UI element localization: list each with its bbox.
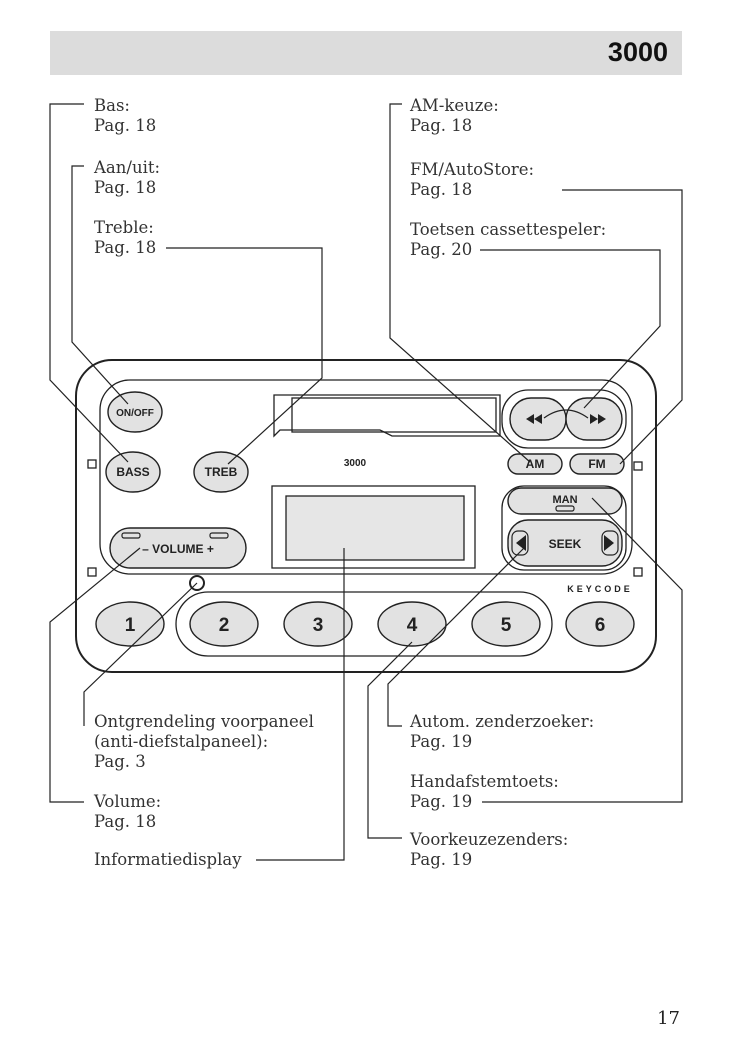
onoff-button[interactable] bbox=[107, 391, 163, 433]
callout-aan-uit: Aan/uit: Pag. 18 bbox=[94, 158, 160, 198]
callout-cassette-page: Pag. 20 bbox=[410, 240, 473, 259]
leader-cassette bbox=[480, 249, 661, 409]
preset-label-4: 4 bbox=[407, 615, 418, 636]
cassette-pod bbox=[501, 389, 627, 449]
info-display bbox=[285, 495, 465, 561]
model-label: 3000 bbox=[344, 458, 367, 469]
keycode-label: KEYCODE bbox=[567, 584, 633, 594]
preset-label-1: 1 bbox=[125, 615, 136, 636]
volume-label: – VOLUME + bbox=[142, 542, 214, 556]
header-bar: 3000 bbox=[50, 31, 682, 75]
seek-button[interactable] bbox=[507, 519, 623, 567]
radio-body bbox=[75, 359, 657, 673]
leader-am bbox=[389, 103, 531, 463]
leader-autom bbox=[387, 547, 525, 727]
right-square-2 bbox=[633, 567, 643, 577]
callout-ontgrendeling-name: Ontgrendeling voorpaneel bbox=[94, 712, 314, 731]
callout-fm-autostore-name: FM/AutoStore: bbox=[410, 160, 535, 179]
radio-face bbox=[99, 379, 633, 575]
callout-cassette-name: Toetsen cassettespeler: bbox=[410, 220, 607, 239]
callout-volume-name: Volume: bbox=[94, 792, 162, 811]
preset-1[interactable] bbox=[95, 601, 165, 647]
preset-label-2: 2 bbox=[219, 615, 230, 636]
callout-voorkeuze-name: Voorkeuzezenders: bbox=[410, 830, 569, 849]
left-square-2 bbox=[87, 567, 97, 577]
release-knob bbox=[189, 575, 205, 591]
fm-button[interactable] bbox=[569, 453, 625, 475]
page-number: 17 bbox=[657, 1008, 680, 1029]
man-label: MAN bbox=[552, 494, 577, 506]
leader-handafstem bbox=[482, 497, 683, 803]
callout-am-keuze: AM-keuze: Pag. 18 bbox=[410, 96, 499, 136]
am-button[interactable] bbox=[507, 453, 563, 475]
header-title: 3000 bbox=[607, 37, 668, 67]
preset-strip bbox=[175, 591, 553, 657]
leader-treble bbox=[166, 247, 323, 465]
treb-label: TREB bbox=[205, 465, 238, 479]
callout-autom-name: Autom. zenderzoeker: bbox=[410, 712, 595, 731]
info-display-frame bbox=[271, 485, 476, 569]
man-button[interactable] bbox=[507, 487, 623, 515]
callout-am-keuze-name: AM-keuze: bbox=[410, 96, 499, 115]
leader-voorkeuze bbox=[367, 641, 413, 839]
callout-handafstem: Handafstemtoets: Pag. 19 bbox=[410, 772, 559, 812]
bass-label: BASS bbox=[116, 465, 149, 479]
cassette-slot bbox=[273, 394, 501, 438]
triangle-left-icon bbox=[516, 535, 526, 551]
leader-ontgrendeling bbox=[83, 582, 198, 726]
am-label: AM bbox=[526, 457, 545, 471]
left-square-1 bbox=[87, 459, 97, 469]
treb-button[interactable] bbox=[193, 451, 249, 493]
callout-am-keuze-page: Pag. 18 bbox=[410, 116, 473, 135]
callout-bas-name: Bas: bbox=[94, 96, 130, 115]
callout-handafstem-page: Pag. 19 bbox=[410, 792, 473, 811]
callout-treble-name: Treble: bbox=[94, 218, 154, 237]
right-square-1 bbox=[633, 461, 643, 471]
leader-fm bbox=[562, 189, 683, 465]
callout-cassette: Toetsen cassettespeler: Pag. 20 bbox=[410, 220, 606, 260]
preset-2[interactable] bbox=[189, 601, 259, 647]
preset-5[interactable] bbox=[471, 601, 541, 647]
callout-informatiedisplay-name: Informatiedisplay bbox=[94, 850, 242, 869]
callout-autom: Autom. zenderzoeker: Pag. 19 bbox=[410, 712, 594, 752]
onoff-label: ON/OFF bbox=[116, 408, 154, 419]
leader-aanuit bbox=[71, 165, 129, 405]
callout-fm-autostore-page: Pag. 18 bbox=[410, 180, 473, 199]
callout-ontgrendeling-page: Pag. 3 bbox=[94, 752, 146, 771]
callout-treble: Treble: Pag. 18 bbox=[94, 218, 156, 258]
preset-3[interactable] bbox=[283, 601, 353, 647]
fast-forward-icon bbox=[590, 414, 606, 424]
callout-handafstem-name: Handafstemtoets: bbox=[410, 772, 559, 791]
callout-treble-page: Pag. 18 bbox=[94, 238, 157, 257]
callout-informatiedisplay: Informatiedisplay bbox=[94, 850, 242, 870]
fm-label: FM bbox=[588, 457, 605, 471]
bass-button[interactable] bbox=[105, 451, 161, 493]
callout-bas-page: Pag. 18 bbox=[94, 116, 157, 135]
leader-bas bbox=[49, 103, 129, 463]
rewind-icon bbox=[526, 414, 542, 424]
callout-ontgrendeling: Ontgrendeling voorpaneel (anti-diefstalp… bbox=[94, 712, 314, 772]
leader-display bbox=[256, 548, 345, 861]
callout-aan-uit-name: Aan/uit: bbox=[94, 158, 161, 177]
callout-bas: Bas: Pag. 18 bbox=[94, 96, 156, 136]
leader-volume bbox=[49, 547, 141, 803]
callout-autom-page: Pag. 19 bbox=[410, 732, 473, 751]
seek-pod bbox=[501, 485, 627, 571]
seek-label: SEEK bbox=[549, 537, 582, 551]
callout-voorkeuze-page: Pag. 19 bbox=[410, 850, 473, 869]
preset-label-6: 6 bbox=[595, 615, 606, 636]
callout-aan-uit-page: Pag. 18 bbox=[94, 178, 157, 197]
callout-volume-page: Pag. 18 bbox=[94, 812, 157, 831]
callout-volume: Volume: Pag. 18 bbox=[94, 792, 161, 832]
preset-label-3: 3 bbox=[313, 615, 324, 636]
callout-fm-autostore: FM/AutoStore: Pag. 18 bbox=[410, 160, 534, 200]
preset-4[interactable] bbox=[377, 601, 447, 647]
callout-ontgrendeling-sub: (anti-diefstalpaneel): bbox=[94, 732, 269, 751]
triangle-right-icon bbox=[604, 535, 614, 551]
preset-label-5: 5 bbox=[501, 615, 512, 636]
callout-voorkeuze: Voorkeuzezenders: Pag. 19 bbox=[410, 830, 568, 870]
preset-6[interactable] bbox=[565, 601, 635, 647]
